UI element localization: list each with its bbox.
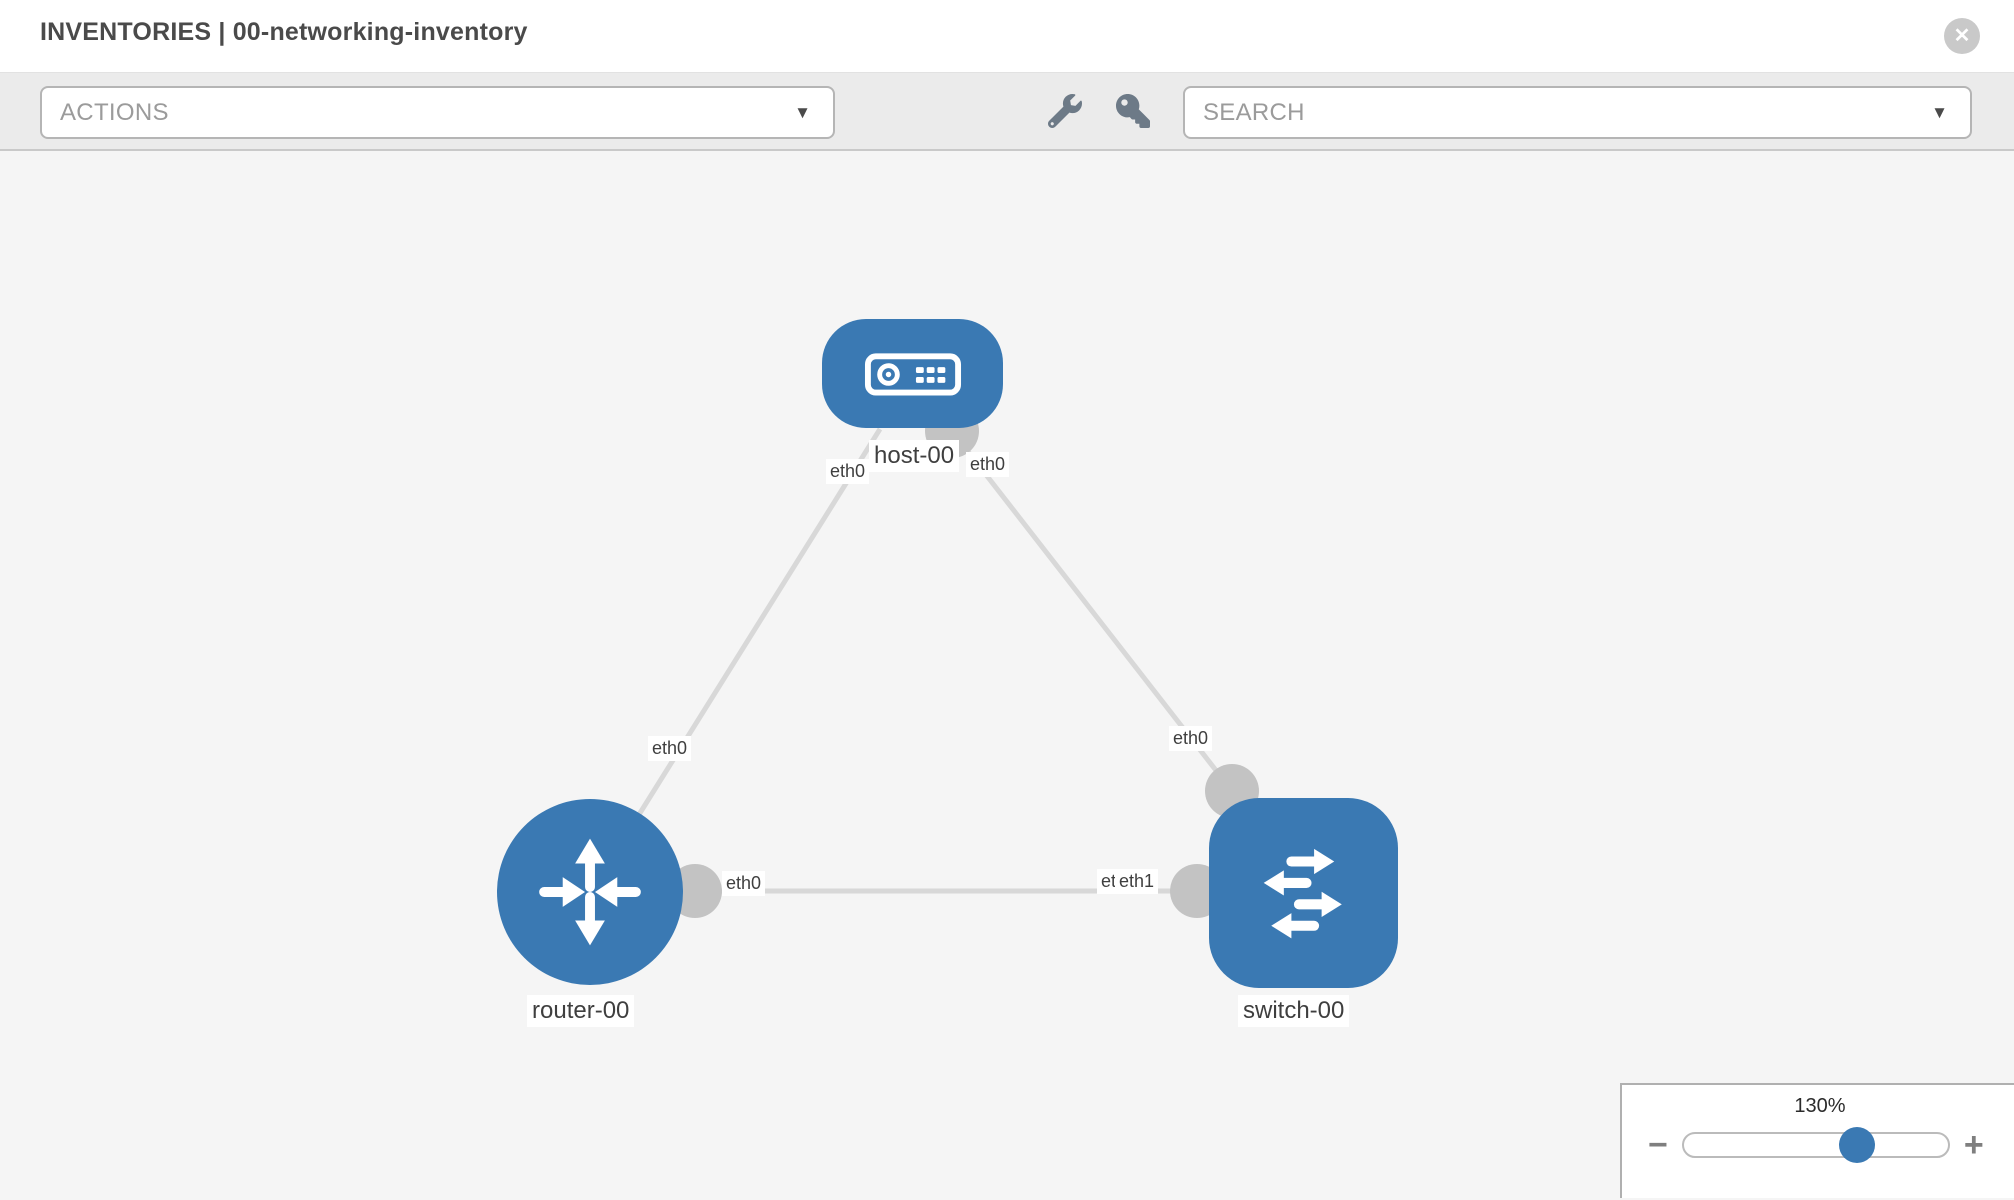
actions-dropdown[interactable]: ACTIONS ▼ <box>40 86 835 139</box>
topology-canvas[interactable]: host-00 router-00 switch-00 eth0 eth0 et… <box>0 151 2014 1198</box>
chevron-down-icon: ▼ <box>794 102 811 122</box>
if-label-host-router-mid: eth0 <box>648 736 692 761</box>
links-layer <box>587 427 1234 895</box>
search-input-placeholder: SEARCH <box>1203 98 1305 126</box>
key-icon <box>1116 94 1150 128</box>
header: INVENTORIES | 00-networking-inventory ✕ <box>0 0 2014 73</box>
search-dropdown[interactable]: SEARCH ▼ <box>1183 86 1972 139</box>
wrench-icon <box>1048 94 1082 128</box>
actions-dropdown-label: ACTIONS <box>60 98 169 126</box>
node-host-00[interactable] <box>822 319 1003 428</box>
close-button[interactable]: ✕ <box>1944 18 1980 54</box>
zoom-level-value: 130% <box>1794 1095 1846 1117</box>
node-label-host: host-00 <box>869 440 960 472</box>
if-label-switch-eth1: eth1 <box>1115 869 1159 894</box>
zoom-in-button[interactable]: + <box>1963 1126 1984 1164</box>
node-label-switch: switch-00 <box>1238 995 1350 1027</box>
if-label-router-eth0: eth0 <box>722 871 766 896</box>
zoom-out-button[interactable]: − <box>1648 1126 1668 1164</box>
node-router-00[interactable] <box>497 799 683 985</box>
node-label-router: router-00 <box>527 995 635 1027</box>
chevron-down-icon: ▼ <box>1931 102 1948 122</box>
toolbar: ACTIONS ▼ SEARCH ▼ <box>0 73 2014 151</box>
host-icon <box>864 352 961 396</box>
close-icon: ✕ <box>1953 25 1971 47</box>
node-switch-00[interactable] <box>1209 798 1398 988</box>
zoom-panel: 130% − + <box>1620 1083 2014 1198</box>
if-label-host-switch-mid: eth0 <box>1169 726 1213 751</box>
router-icon <box>539 838 641 946</box>
zoom-slider-thumb[interactable] <box>1838 1127 1875 1163</box>
switch-icon <box>1263 848 1342 939</box>
tools-wrench-button[interactable] <box>1046 92 1084 130</box>
if-label-host-right: eth0 <box>966 452 1010 477</box>
page-title: INVENTORIES | 00-networking-inventory <box>40 18 528 46</box>
if-label-host-left: eth0 <box>826 459 870 484</box>
zoom-slider-track[interactable] <box>1681 1127 1950 1163</box>
credentials-key-button[interactable] <box>1114 92 1152 130</box>
